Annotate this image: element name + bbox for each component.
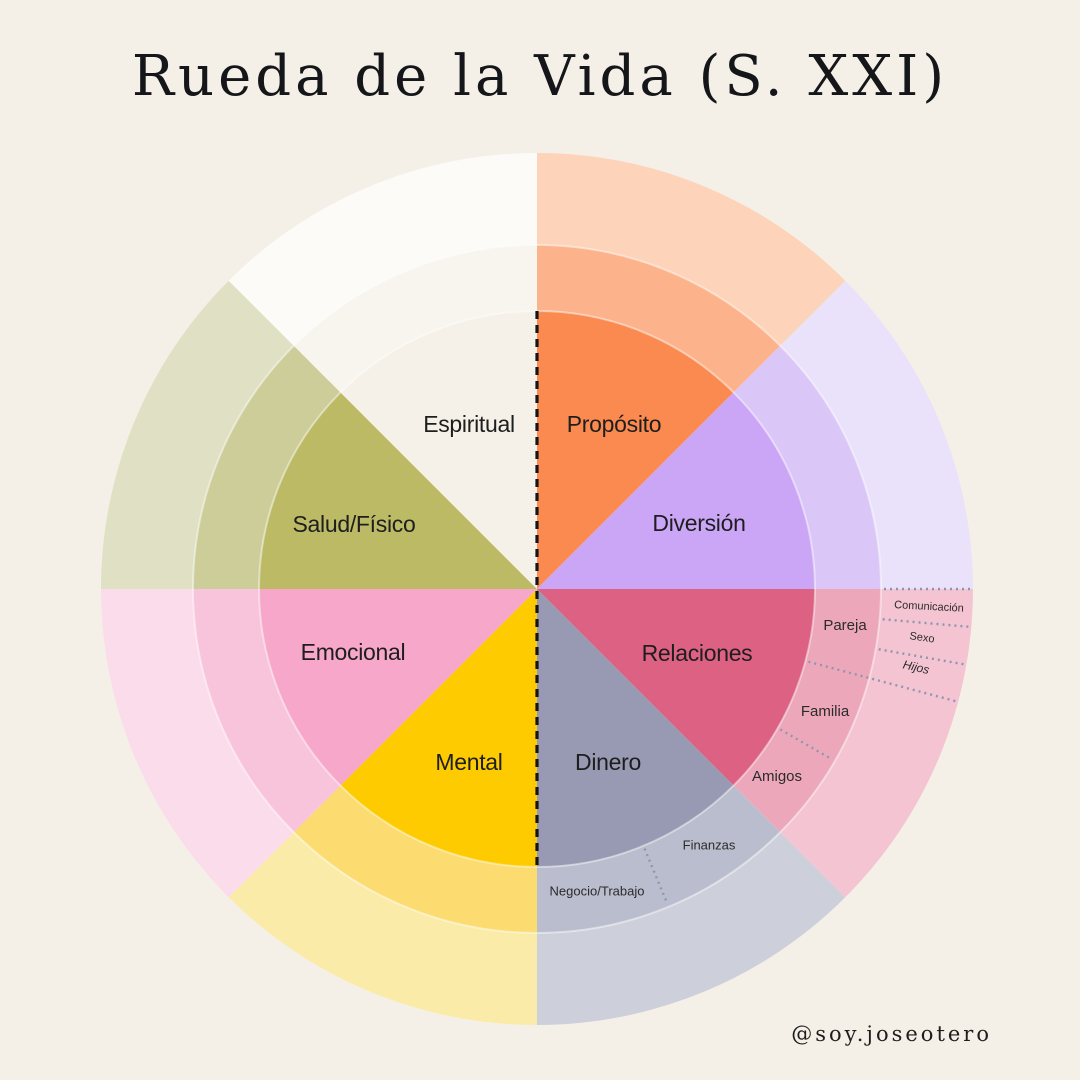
sector-relaciones-middle-ring — [733, 589, 881, 833]
dotted-divider-4 — [779, 728, 833, 761]
sector-emocional-inner-wedge — [259, 589, 537, 786]
sector-dinero-middle-ring — [537, 785, 781, 933]
dotted-divider-5 — [643, 848, 669, 905]
sector-mental-outer-ring — [228, 832, 537, 1025]
page-title: Rueda de la Vida (S. XXI) — [131, 44, 949, 109]
sector-label-espiritual: Espiritual — [423, 411, 515, 437]
sector-label-mental: Mental — [435, 749, 502, 775]
signature-handle: @soy.joseotero — [791, 1022, 992, 1046]
sector-label-salud: Salud/Físico — [293, 511, 416, 537]
sector-emocional-middle-ring — [193, 589, 341, 833]
sector-relaciones-inner-wedge — [537, 589, 815, 786]
sector-label-dinero: Dinero — [575, 749, 641, 775]
sector-dinero-inner-wedge — [537, 589, 734, 867]
sector-salud-outer-ring — [101, 280, 294, 589]
sub-label-hijos: Hijos — [902, 657, 931, 677]
sector-mental-inner-wedge — [340, 589, 537, 868]
sector-salud-middle-ring — [193, 345, 341, 589]
sub-label-amigos: Amigos — [752, 768, 802, 785]
sub-label-familia: Familia — [801, 703, 850, 720]
dotted-divider-2 — [878, 648, 965, 666]
sector-salud-inner-wedge — [259, 392, 537, 589]
sub-label-negocio: Negocio/Trabajo — [550, 883, 645, 898]
sub-label-sexo: Sexo — [909, 630, 936, 645]
sector-emocional-outer-ring — [101, 589, 294, 898]
sector-proposito-inner-wedge — [537, 311, 734, 589]
sector-label-relaciones: Relaciones — [642, 640, 753, 666]
sub-label-comunicacion: Comunicación — [894, 599, 964, 615]
sector-label-proposito: Propósito — [567, 411, 661, 437]
dotted-divider-3 — [808, 660, 957, 703]
sector-proposito-outer-ring — [537, 153, 846, 346]
sector-dinero-outer-ring — [537, 832, 846, 1025]
sector-diversion-inner-wedge — [537, 392, 815, 589]
ring-separator-arc-2 — [192, 244, 882, 934]
dotted-divider-1 — [882, 618, 970, 629]
sector-label-diversion: Diversión — [652, 510, 745, 536]
sector-espiritual-inner-wedge — [340, 311, 537, 589]
sector-label-emocional: Emocional — [301, 639, 406, 665]
sector-espiritual-outer-ring — [228, 153, 537, 346]
sub-label-finanzas: Finanzas — [683, 837, 736, 852]
sector-mental-middle-ring — [293, 785, 537, 933]
sector-diversion-outer-ring — [780, 280, 973, 589]
sector-proposito-middle-ring — [537, 245, 781, 393]
sub-label-pareja: Pareja — [823, 617, 867, 634]
sector-relaciones-outer-ring — [780, 589, 973, 898]
sector-espiritual-middle-ring — [293, 245, 537, 393]
sector-diversion-middle-ring — [733, 345, 881, 589]
